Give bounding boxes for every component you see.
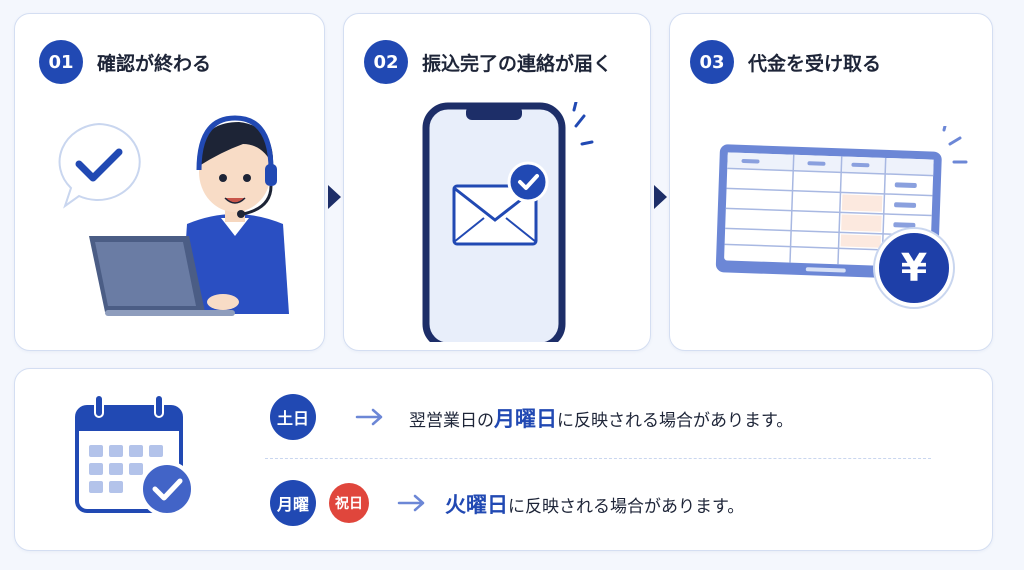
weekend-badge: 土日: [270, 394, 316, 440]
weekend-note-highlight: 月曜日: [494, 407, 557, 431]
step-title-1: 確認が終わる: [97, 52, 212, 75]
mail-envelope: [452, 184, 538, 246]
check-bubble-icon: [58, 122, 141, 209]
holiday-note-post: に反映される場合があります。: [508, 497, 745, 517]
weekend-note-post: に反映される場合があります。: [557, 411, 794, 431]
smartphone-mail-icon: [422, 102, 594, 342]
step-title-3: 代金を受け取る: [748, 52, 882, 75]
step-number-3: 03: [690, 40, 734, 84]
schedule-note-card: 土日 翌営業日の月曜日に反映される場合があります。 月曜 祝日 火曜日に反映され…: [14, 368, 993, 551]
operator-illustration: [58, 115, 289, 316]
holiday-note-highlight: 火曜日: [445, 493, 508, 517]
weekend-note-pre: 翌営業日の: [409, 411, 494, 431]
arrow-right-icon-4: [397, 494, 425, 512]
step-card-1: 01 確認が終わる: [14, 13, 325, 351]
step-header-1: 01 確認が終わる: [39, 40, 211, 84]
step-number-1: 01: [39, 40, 83, 84]
step-card-2: 02 振込完了の連絡が届く: [343, 13, 651, 351]
step-title-2: 振込完了の連絡が届く: [422, 52, 613, 75]
arrow-right-icon-2: [654, 185, 667, 209]
step-header-3: 03 代金を受け取る: [690, 40, 881, 84]
operator-person: [181, 115, 289, 314]
arrow-right-icon-1: [328, 185, 341, 209]
monday-badge: 月曜: [270, 480, 316, 526]
yen-symbol: ¥: [900, 246, 928, 290]
holiday-note: 火曜日に反映される場合があります。: [445, 489, 744, 519]
holiday-badge: 祝日: [329, 483, 369, 523]
row-divider: [265, 458, 931, 459]
laptop: [89, 236, 239, 316]
step-card-3: 03 代金を受け取る: [669, 13, 993, 351]
arrow-right-icon-3: [355, 408, 383, 426]
yen-coin-icon: ¥: [875, 229, 953, 307]
step-header-2: 02 振込完了の連絡が届く: [364, 40, 612, 84]
weekend-note: 翌営業日の月曜日に反映される場合があります。: [409, 403, 793, 433]
step-number-2: 02: [364, 40, 408, 84]
calendar-check-icon: [75, 394, 195, 517]
